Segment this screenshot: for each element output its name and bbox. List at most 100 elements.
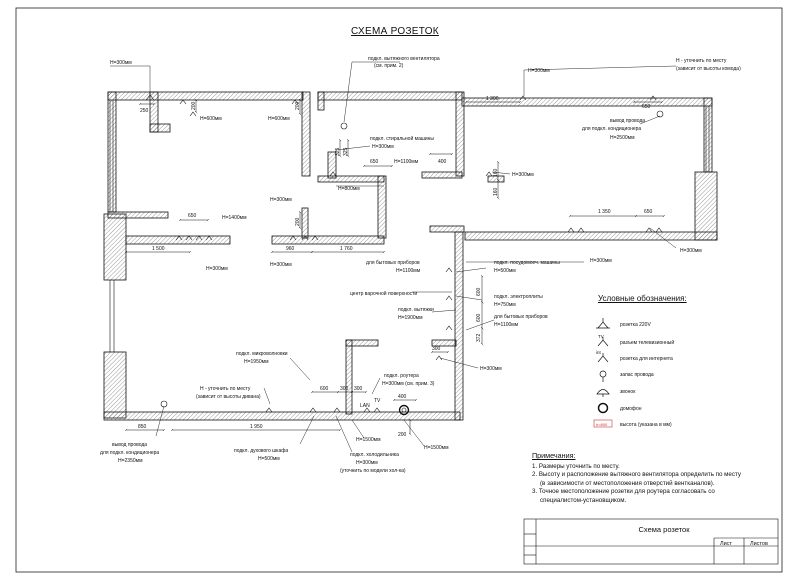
label: 650 [642, 104, 651, 110]
leader-h300-bath [491, 171, 511, 175]
page-title: СХЕМА РОЗЕТОК [351, 26, 439, 37]
label: H - уточнить по месту [676, 58, 727, 64]
wall-inner-16 [345, 339, 379, 347]
label: вывод провода [610, 118, 645, 124]
label: 600 [476, 287, 482, 296]
label: 600 [476, 313, 482, 322]
label: H=500мм [494, 268, 516, 274]
label: для подкл. кондиционера [100, 450, 159, 456]
wall-left-block [103, 213, 127, 281]
leader-h300-r [649, 227, 677, 249]
socket-220v-icon [519, 95, 527, 101]
label: H=1950мм [244, 359, 269, 365]
wall-bottom-right [454, 231, 464, 421]
label: H=300мм [372, 144, 394, 150]
label: H=300мм [110, 60, 132, 66]
leader-vent [343, 61, 400, 123]
legend-label: запас провода [620, 372, 654, 378]
label: H=300мм [270, 262, 292, 268]
legend-label: розетка для интернета [620, 356, 673, 362]
label: H=300мм [480, 366, 502, 372]
label: 600 [320, 386, 329, 392]
label: 200 [191, 101, 197, 110]
socket-220v-icon [175, 235, 213, 241]
legend-wire-outlet-icon [599, 370, 607, 378]
leader-sofa [263, 387, 271, 405]
label: 960 [286, 246, 295, 252]
wall-right-lower [464, 231, 718, 241]
label: H=2350мм [118, 458, 143, 464]
label: H=1500мм [356, 437, 381, 443]
label: 325 [335, 147, 341, 156]
label: (зависит от высоты комода) [676, 66, 741, 72]
label: H=300мм (см. прим. 3) [382, 381, 435, 387]
label: подкл. посудомоеч. машины [494, 260, 560, 266]
socket-220v-icon [567, 227, 585, 233]
label: 1 760 [340, 246, 353, 252]
title-block: Схема розеток Лист Листов [524, 519, 778, 564]
leader-wire-bl [155, 405, 165, 437]
wall-inner-4 [125, 235, 231, 245]
label: 200 [295, 101, 301, 110]
drawing-name: Схема розеток [638, 525, 690, 534]
diagram-labels: H=300мм 250 H=600мм H=600мм подкл. вытяж… [100, 56, 741, 474]
label: (зависит от высоты дивана) [196, 394, 261, 400]
socket-220v-icon [645, 227, 663, 233]
legend-tv-socket-icon [597, 337, 609, 347]
label: H=1500мм [424, 445, 449, 451]
note-line: 3. Точное местоположение розетки для роу… [532, 488, 715, 496]
leader-lines [110, 61, 677, 453]
legend-height-mark-icon [593, 419, 613, 428]
wall-inner-11 [421, 171, 463, 179]
leader-wash [335, 145, 371, 151]
label: H=1400мм [222, 215, 247, 221]
label: H=300мм [590, 258, 612, 264]
leader-hood [431, 309, 457, 313]
leader-fridge [335, 415, 353, 453]
legend-internet-socket-icon [597, 353, 609, 363]
legend-label: высота (указана в мм) [620, 422, 672, 428]
label: 160 [493, 187, 499, 196]
sheets-label: Листов [750, 541, 768, 547]
wall-left-bottom [103, 351, 127, 419]
label: H=300мм [680, 248, 702, 254]
wall-top-left [107, 91, 304, 101]
leader-router [371, 377, 381, 395]
socket-220v-icon [329, 171, 337, 177]
wire-outlet-icon [340, 122, 348, 130]
intercom-icon [398, 404, 410, 416]
legend-mark: TV [598, 334, 604, 339]
label: H=600мм [200, 116, 222, 122]
label: 650 [188, 213, 197, 219]
socket-220v-icon [289, 235, 319, 241]
socket-220v-icon [189, 111, 197, 117]
label: H=300мм [528, 68, 550, 74]
dimension-lines [126, 100, 664, 434]
label: центр варочной поверхности [350, 290, 417, 297]
label: H=500мм [258, 456, 280, 462]
legend-label: звонок [620, 389, 636, 395]
label: 1 950 [250, 424, 263, 430]
title-block [523, 518, 779, 565]
label: H=800мм [338, 186, 360, 192]
label: H=1900мм [398, 315, 423, 321]
wall-top-mid [317, 91, 463, 101]
label: 850 [138, 424, 147, 430]
legend: розетка 220V TV разъем телевизионный int… [596, 322, 674, 428]
socket-220v-icon [435, 355, 443, 361]
label: 300 [354, 386, 363, 392]
note-line: 2. Высоту и расположение вытяжного венти… [532, 471, 741, 479]
socket-220v-icon [179, 99, 187, 105]
label: подкл. стиральной машины [370, 135, 434, 142]
label: H - уточнить по месту [200, 386, 251, 392]
wall-inner-5 [271, 235, 385, 245]
label: подкл. духового шкафа [234, 448, 288, 454]
label: для подкл. кондиционера [582, 126, 641, 132]
label: вывод провода [112, 442, 147, 448]
wall-inner-2 [149, 123, 171, 133]
intercom-icon-inner [401, 407, 407, 413]
label: 1 300 [486, 96, 499, 102]
note-line: специалистом-установщиком. [540, 496, 627, 504]
legend-socket-220v-icon [596, 318, 610, 329]
